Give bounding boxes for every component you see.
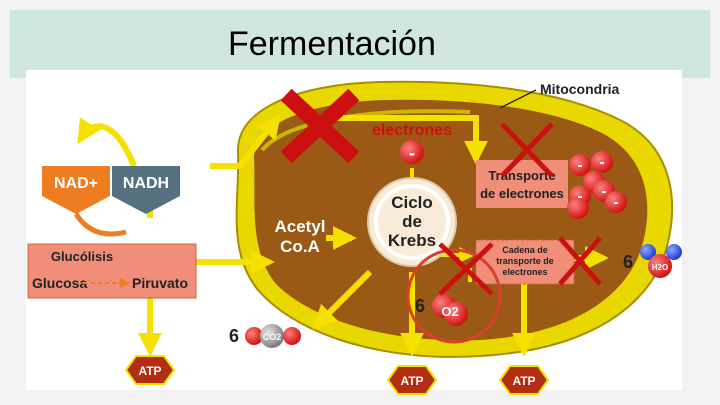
title-band bbox=[10, 10, 710, 78]
svg-text:de electrones: de electrones bbox=[480, 186, 564, 201]
svg-text:Krebs: Krebs bbox=[388, 231, 436, 250]
svg-text:NAD+: NAD+ bbox=[54, 175, 98, 192]
slide-title: Fermentación bbox=[228, 25, 436, 63]
blocked-x-h2o bbox=[558, 236, 602, 286]
svg-text:-: - bbox=[577, 157, 582, 174]
h2o-group: 6 H2O bbox=[623, 244, 682, 278]
svg-text:O2: O2 bbox=[441, 304, 458, 319]
svg-text:Piruvato: Piruvato bbox=[132, 275, 188, 291]
cadena-box: Cadena de transporte de electrones bbox=[475, 239, 575, 285]
svg-text:Glucólisis: Glucólisis bbox=[51, 249, 113, 264]
transporte-box: Transporte de electrones bbox=[476, 160, 568, 208]
nad-return-arrow bbox=[73, 212, 127, 237]
svg-text:ATP: ATP bbox=[138, 364, 161, 378]
svg-text:ATP: ATP bbox=[400, 374, 423, 388]
svg-text:electrones: electrones bbox=[502, 267, 547, 277]
svg-text:-: - bbox=[599, 154, 604, 171]
nad-plus-badge: NAD+ bbox=[42, 166, 110, 214]
acetyl-label-2: Co.A bbox=[280, 237, 320, 256]
atp-badge-1: ATP bbox=[124, 355, 176, 385]
blocked-x-cadena bbox=[438, 242, 494, 296]
electron-single: - bbox=[400, 140, 424, 164]
svg-text:transporte de: transporte de bbox=[496, 256, 554, 266]
svg-text:H2O: H2O bbox=[652, 263, 668, 272]
svg-text:-: - bbox=[409, 143, 415, 163]
nadh-badge: NADH bbox=[112, 166, 180, 214]
svg-text:ATP: ATP bbox=[512, 374, 535, 388]
svg-text:-: - bbox=[613, 194, 618, 211]
svg-text:Ciclo: Ciclo bbox=[391, 193, 433, 212]
svg-text:6: 6 bbox=[415, 296, 425, 316]
glucolisis-box: Glucólisis Glucosa Piruvato bbox=[27, 243, 197, 299]
co2-group: 6 CO2 bbox=[229, 324, 301, 348]
o2-group: 6 O2 bbox=[406, 248, 502, 344]
mitocondria-pointer bbox=[499, 89, 537, 109]
acetyl-label-1: Acetyl bbox=[274, 217, 325, 236]
krebs-cycle: Ciclo de Krebs bbox=[367, 177, 457, 267]
svg-text:6: 6 bbox=[229, 326, 239, 346]
svg-text:-: - bbox=[577, 188, 582, 205]
blocked-x-large bbox=[280, 88, 360, 164]
nad-cycle-arrow bbox=[77, 117, 137, 168]
mitocondria-label: Mitocondria bbox=[540, 81, 620, 97]
atp-badge-2: ATP bbox=[386, 365, 438, 395]
svg-text:6: 6 bbox=[623, 252, 633, 272]
svg-text:Glucosa: Glucosa bbox=[32, 275, 87, 291]
svg-text:de: de bbox=[402, 212, 422, 231]
svg-text:NADH: NADH bbox=[123, 175, 169, 192]
atp-badge-3: ATP bbox=[498, 365, 550, 395]
svg-text:CO2: CO2 bbox=[263, 332, 282, 342]
electron-cluster: - - - - - bbox=[567, 151, 627, 219]
electrones-label: electrones bbox=[372, 122, 452, 139]
svg-text:Cadena de: Cadena de bbox=[502, 245, 548, 255]
svg-text:-: - bbox=[601, 183, 606, 200]
blocked-x-transporte bbox=[500, 122, 554, 178]
